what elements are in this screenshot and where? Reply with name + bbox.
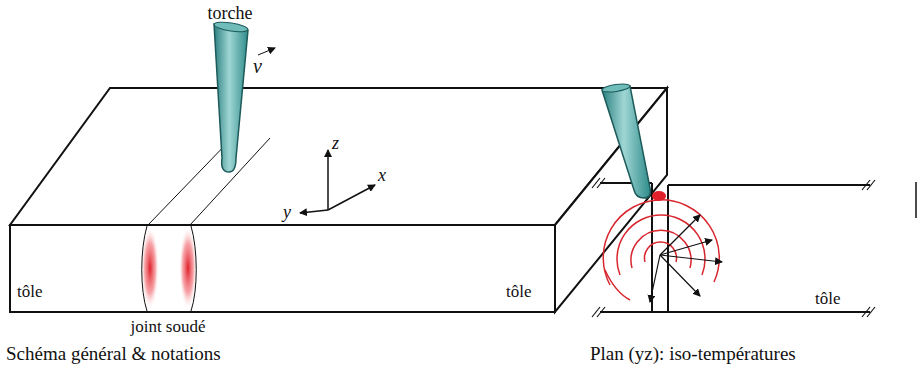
axis-label: z	[332, 134, 339, 152]
heat-flux-arrows	[650, 215, 722, 302]
axes	[300, 150, 375, 213]
part-name: tôle	[506, 283, 532, 300]
weld-pool	[652, 191, 666, 201]
part-name: torche	[208, 4, 253, 22]
caption: Plan (yz): iso-températures	[590, 344, 796, 363]
part-name: joint soudé	[130, 318, 205, 335]
caption: Schéma général & notations	[6, 344, 221, 363]
part-name: tôle	[815, 290, 841, 307]
vector-symbol: v	[253, 56, 262, 76]
vector-arrow	[258, 48, 275, 55]
torch	[214, 20, 249, 172]
axis-label: y	[283, 203, 291, 221]
torch	[602, 83, 651, 198]
isotherms	[603, 200, 719, 300]
weld-joint	[141, 138, 270, 311]
plate-section	[592, 178, 916, 317]
part-name: tôle	[17, 283, 43, 300]
axis-label: x	[378, 166, 386, 184]
sheet-block	[10, 88, 667, 312]
